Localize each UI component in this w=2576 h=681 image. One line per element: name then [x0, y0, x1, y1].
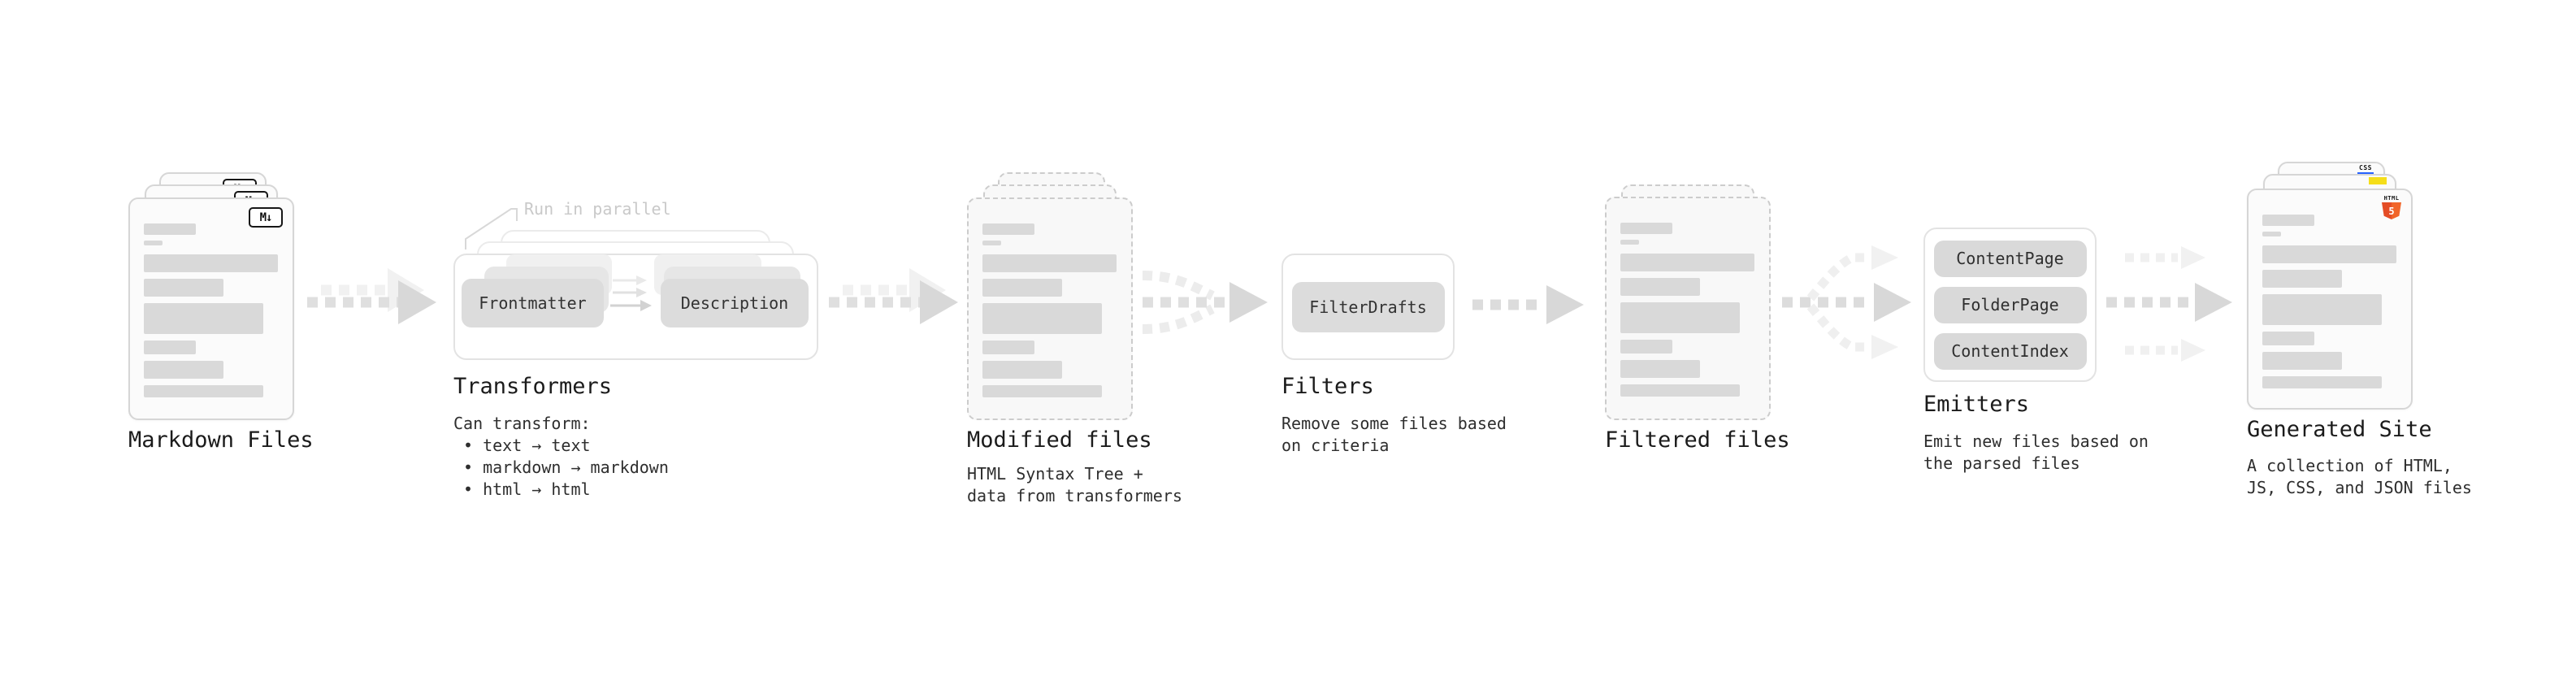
placeholder-text-bar [144, 361, 223, 379]
filters-description: Remove some files based on criteria [1281, 413, 1507, 457]
placeholder-text-bar [2262, 376, 2382, 388]
html5-icon-number: 5 [2388, 205, 2395, 217]
transformers-description: Can transform: • text → text • markdown … [453, 413, 669, 501]
placeholder-text-bar [982, 385, 1102, 397]
placeholder-text-bar [1620, 302, 1740, 333]
arrow-transformers-to-modified [829, 268, 958, 324]
placeholder-text-bar [2262, 270, 2342, 288]
placeholder-text-bar [144, 303, 263, 334]
folderpage-pill: FolderPage [1933, 286, 2087, 323]
markdown-file-card: M↓ [128, 197, 294, 420]
arrow-modified-to-filters-merge [1142, 271, 1268, 334]
placeholder-text-bar [2262, 232, 2281, 236]
arrow-filters-to-filtered [1472, 285, 1584, 324]
desc-line: • text → text [463, 436, 591, 455]
placeholder-text-bar [2262, 352, 2342, 370]
desc-line: data from transformers [967, 486, 1182, 505]
placeholder-text-bar [982, 340, 1034, 354]
placeholder-text-bar [1620, 278, 1700, 296]
placeholder-text-bar [1620, 254, 1754, 271]
placeholder-text-bar [982, 361, 1062, 379]
html5-icon: HTML 5 [2382, 195, 2401, 219]
desc-line: Emit new files based on [1923, 432, 2149, 451]
contentindex-pill: ContentIndex [1933, 332, 2087, 370]
filtered-file-card [1605, 197, 1771, 420]
placeholder-text-bar [1620, 340, 1672, 354]
modified-files-title: Modified files [967, 427, 1152, 453]
placeholder-text-bar [2262, 294, 2382, 325]
filters-title: Filters [1281, 374, 1374, 399]
frontmatter-pill: Frontmatter [462, 279, 604, 327]
desc-line: • markdown → markdown [463, 458, 669, 477]
markdown-files-title: Markdown Files [128, 427, 314, 453]
filters-container: FilterDrafts [1281, 254, 1455, 360]
generated-site-title: Generated Site [2247, 417, 2432, 442]
desc-line: • html → html [463, 479, 591, 499]
placeholder-text-bar [982, 254, 1117, 272]
placeholder-text-bar [1620, 240, 1639, 245]
placeholder-text-bar [2262, 332, 2314, 345]
arrow-markdown-to-transformers [307, 268, 436, 324]
desc-line: Can transform: [453, 414, 591, 433]
placeholder-text-bar [144, 340, 196, 354]
placeholder-text-bar [1620, 223, 1672, 234]
markdown-icon: M↓ [249, 207, 283, 228]
modified-files-description: HTML Syntax Tree + data from transformer… [967, 463, 1182, 507]
arrows-emitters-to-site [2106, 246, 2232, 362]
javascript-icon [2369, 177, 2387, 184]
placeholder-text-bar [982, 303, 1102, 334]
arrow-filtered-to-emitters-split [1782, 245, 1911, 359]
placeholder-text-bar [2262, 245, 2396, 263]
placeholder-text-bar [144, 279, 223, 297]
desc-line: the parsed files [1923, 453, 2080, 473]
description-pill: Description [661, 279, 809, 327]
placeholder-text-bar [144, 223, 196, 235]
css-icon-label: CSS [2359, 164, 2372, 171]
placeholder-text-bar [144, 254, 278, 272]
emitters-container: ContentPage FolderPage ContentIndex [1923, 228, 2097, 382]
placeholder-text-bar [982, 279, 1062, 297]
html5-icon-shield: 5 [2382, 202, 2401, 219]
filtered-files-title: Filtered files [1605, 427, 1790, 453]
placeholder-text-bar [144, 241, 163, 245]
placeholder-text-bar [982, 241, 1001, 245]
html5-icon-label: HTML [2383, 195, 2400, 202]
filterdrafts-pill: FilterDrafts [1291, 281, 1445, 332]
placeholder-text-bar [982, 223, 1034, 235]
desc-line: JS, CSS, and JSON files [2247, 478, 2472, 497]
desc-line: A collection of HTML, [2247, 456, 2452, 475]
desc-line: on criteria [1281, 436, 1390, 455]
generated-site-description: A collection of HTML, JS, CSS, and JSON … [2247, 455, 2472, 499]
emitters-description: Emit new files based on the parsed files [1923, 431, 2149, 475]
desc-line: Remove some files based [1281, 414, 1507, 433]
generated-site-card-html: HTML 5 [2247, 189, 2413, 410]
transformers-title: Transformers [453, 374, 613, 399]
contentpage-pill: ContentPage [1933, 240, 2087, 277]
desc-line: HTML Syntax Tree + [967, 464, 1143, 484]
placeholder-text-bar [1620, 384, 1740, 397]
modified-file-card [967, 197, 1133, 420]
placeholder-text-bar [2262, 215, 2314, 226]
placeholder-text-bar [144, 385, 263, 397]
emitters-title: Emitters [1923, 392, 2030, 417]
run-in-parallel-label: Run in parallel [524, 199, 671, 219]
placeholder-text-bar [1620, 360, 1700, 378]
